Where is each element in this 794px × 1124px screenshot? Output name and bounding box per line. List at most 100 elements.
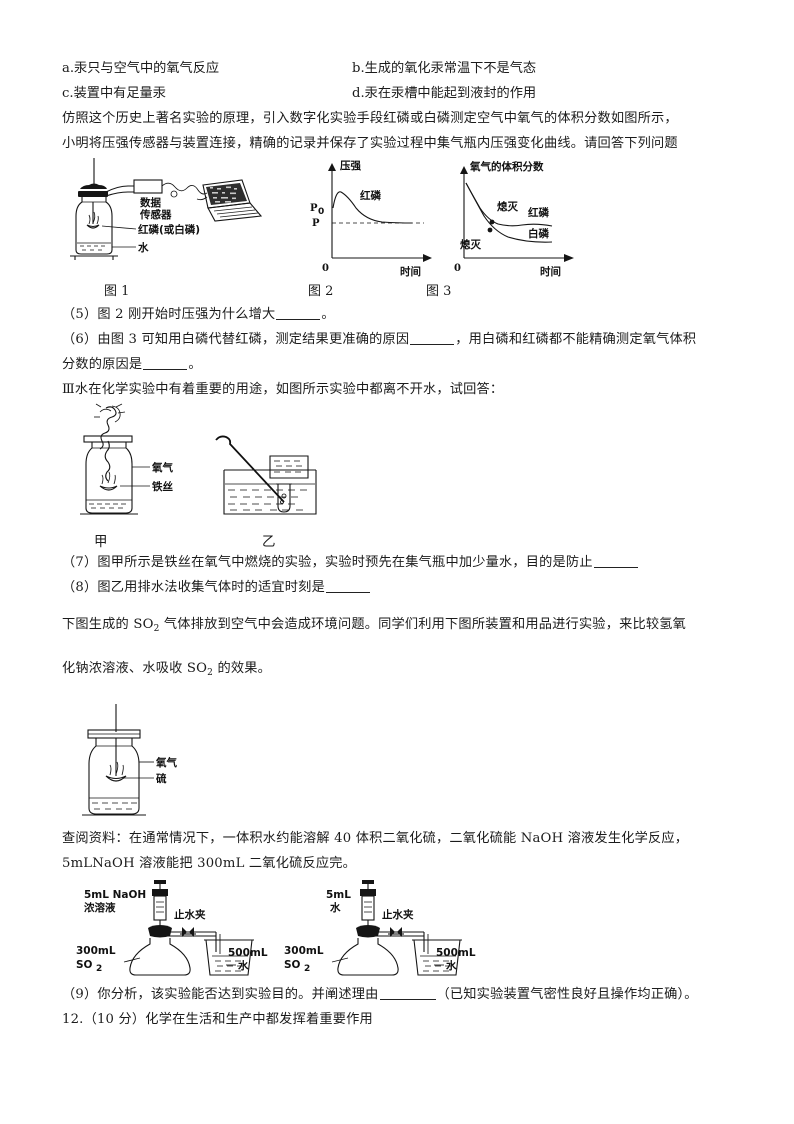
figure3-y-axis-label: 氧气的体积分数	[469, 160, 544, 173]
figure1-sensor-label-2: 传感器	[139, 208, 172, 221]
apparatus-left-flask-subscript: 2	[96, 964, 102, 974]
figure2-p0-label: P	[310, 203, 318, 214]
so2-text-2a: 化钠浓溶液、水吸收 SO	[62, 661, 208, 676]
question-6-line-2: 分数的原因是 。	[62, 352, 734, 377]
so2-text-2b: 的效果。	[213, 661, 272, 676]
figure3-extinguish-label-1: 熄灭	[497, 200, 518, 213]
apparatus-left-syringe-label-2: 浓溶液	[84, 901, 116, 914]
figure2-y-axis-label: 压强	[340, 160, 361, 172]
figure-jia-oxygen-label: 氧气	[151, 461, 173, 474]
apparatus-left-beaker-label-2: 水	[237, 959, 249, 972]
question-8-text: 图乙用排水法收集气体时的适宜时刻是	[97, 580, 325, 595]
option-a: a.汞只与空气中的氧气反应	[62, 61, 220, 76]
option-c: c.装置中有足量汞	[62, 86, 166, 101]
apparatus-right-water: 5mL 水 止水夹 300mL SO 2 500mL 水	[274, 880, 476, 976]
question-6-text-4: 。	[188, 357, 202, 372]
page-content: a.汞只与空气中的氧气反应 b.生成的氧化汞常温下不是气态 c.装置中有足量汞 …	[62, 56, 734, 1032]
figure-sulfur-apparatus: 氧气 硫	[68, 704, 218, 826]
figure-sulfur-sulfur-label: 硫	[156, 772, 167, 785]
figure-2-caption: 图 2	[308, 284, 334, 299]
figure-jia-caption: 甲	[94, 534, 108, 550]
figure-yi-caption: 乙	[262, 534, 276, 550]
figure-row-sulfur: 氧气 硫	[62, 704, 734, 826]
figure2-p-label: P	[312, 218, 320, 229]
figure-yi-water-trough-apparatus	[212, 434, 352, 530]
question-8: （8）图乙用排水法收集气体时的适宜时刻是	[62, 575, 734, 600]
question-6-text-2: ，用白磷和红磷都不能精确测定氧气体积	[455, 332, 697, 347]
so2-text-1b: 气体排放到空气中会造成环境问题。同学们利用下图所装置和用品进行实验，来比较氢氧	[159, 617, 687, 632]
figure-row-1: 数据 传感器 红磷(或白磷) 水	[62, 158, 734, 280]
apparatus-right-beaker-label-2: 水	[445, 959, 457, 972]
so2-text-1a: 下图生成的 SO	[62, 617, 154, 632]
figure-2-chart: 压强 时间 0 P 0 P 红磷	[302, 158, 442, 280]
apparatus-right-syringe-label-2: 水	[329, 901, 341, 914]
question-7-blank[interactable]	[593, 555, 638, 568]
so2-paragraph-line-2: 化钠浓溶液、水吸收 SO2 的效果。	[62, 656, 734, 686]
figure3-extinguish-dot-red	[489, 219, 495, 225]
option-row-cd: c.装置中有足量汞 d.汞在汞槽中能起到液封的作用	[62, 81, 734, 106]
apparatus-left-beaker-label-1: 500mL	[228, 947, 268, 959]
apparatus-right-syringe-label-1: 5mL	[326, 889, 351, 901]
figure2-p0-subscript: 0	[318, 207, 324, 217]
section-3-heading: Ⅲ水在化学实验中有着重要的用途，如图所示实验中都离不开水，试回答：	[62, 382, 504, 397]
question-7-text: 图甲所示是铁丝在氧气中燃烧的实验，实验时预先在集气瓶中加少量水，目的是防止	[97, 555, 593, 570]
figure3-extinguish-label-2: 熄灭	[460, 238, 481, 251]
reference-line-2: 5mLNaOH 溶液能把 300mL 二氧化硫反应完。	[62, 856, 357, 871]
question-5: （5）图 2 刚开始时压强为什么增大 。	[62, 302, 734, 327]
figure-3-caption: 图 3	[426, 284, 452, 299]
figure1-sensor-label-1: 数据	[139, 196, 161, 209]
question-5-text: 图 2 刚开始时压强为什么增大	[97, 307, 276, 322]
figure3-extinguish-dot-white	[487, 227, 493, 233]
apparatus-right-clamp-label: 止水夹	[382, 908, 414, 921]
figure-1-caption: 图 1	[104, 284, 130, 299]
apparatus-left-flask-label-1: 300mL	[76, 945, 116, 957]
so2-paragraph-line-1: 下图生成的 SO2 气体排放到空气中会造成环境问题。同学们利用下图所装置和用品进…	[62, 612, 734, 642]
option-d: d.汞在汞槽中能起到液封的作用	[352, 86, 537, 101]
question-5-blank[interactable]	[276, 307, 321, 320]
figure3-curve-label-white: 白磷	[528, 227, 549, 240]
reference-line-1: 查阅资料：在通常情况下，一体积水约能溶解 40 体积二氧化硫，二氧化硫能 NaO…	[62, 831, 689, 846]
figure-1-apparatus: 数据 传感器 红磷(或白磷) 水	[62, 158, 272, 280]
apparatus-left-flask-label-2: SO	[76, 959, 93, 971]
option-row-ab: a.汞只与空气中的氧气反应 b.生成的氧化汞常温下不是气态	[62, 56, 734, 81]
question-5-number: （5）	[62, 307, 98, 322]
question-6-line-1: （6）由图 3 可知用白磷代替红磷，测定结果更准确的原因 ，用白磷和红磷都不能精确…	[62, 327, 734, 352]
figure2-origin-label: 0	[322, 263, 329, 274]
question-6-text-3: 分数的原因是	[62, 357, 143, 372]
question-6-blank-2[interactable]	[143, 357, 188, 370]
jia-yi-captions-row: 甲 乙	[62, 530, 734, 550]
question-9-text: 你分析，该实验能否达到实验目的。并阐述理由	[97, 987, 379, 1002]
figure2-curve-label-red-phosphorus: 红磷	[360, 189, 381, 202]
question-7: （7）图甲所示是铁丝在氧气中燃烧的实验，实验时预先在集气瓶中加少量水，目的是防止	[62, 550, 734, 575]
question-9-text-after: （已知实验装置气密性良好且操作均正确）。	[436, 987, 698, 1002]
figure1-phosphorus-label: 红磷(或白磷)	[138, 223, 200, 236]
figure3-curve-label-red: 红磷	[528, 206, 549, 219]
question-8-blank[interactable]	[325, 580, 370, 593]
figure-row-comparison: 5mL NaOH 浓溶液 止水夹 300mL SO 2 500mL 水	[62, 880, 734, 976]
apparatus-right-flask-label-1: 300mL	[284, 945, 324, 957]
figure-sulfur-oxygen-label: 氧气	[155, 756, 177, 769]
pinch-clamp-right	[388, 927, 404, 937]
question-9-blank[interactable]	[379, 987, 436, 1000]
figure-jia-iron-wire-apparatus: 氧气 铁丝	[70, 403, 200, 528]
apparatus-left-clamp-label: 止水夹	[174, 908, 206, 921]
pinch-clamp-left	[180, 927, 196, 937]
question-6-text-1: 由图 3 可知用白磷代替红磷，测定结果更准确的原因	[97, 332, 410, 347]
figure-row-jia-yi: 氧气 铁丝	[62, 403, 734, 530]
intro-line-1: 仿照这个历史上著名实验的原理，引入数字化实验手段红磷或白磷测定空气中氧气的体积分…	[62, 111, 678, 126]
question-6-number: （6）	[62, 332, 98, 347]
question-8-number: （8）	[62, 580, 98, 595]
next-question-header: 12.（10 分）化学在生活和生产中都发挥着重要作用	[62, 1012, 373, 1027]
figure1-water-label: 水	[137, 241, 149, 254]
figure-jia-ironwire-label: 铁丝	[152, 480, 173, 493]
so2-subscript-2: 2	[207, 668, 214, 678]
figure-captions-row: 图 1 图 2 图 3	[62, 280, 734, 302]
question-5-period: 。	[321, 307, 335, 322]
apparatus-right-flask-label-2: SO	[284, 959, 301, 971]
question-6-blank-1[interactable]	[410, 332, 455, 345]
option-b: b.生成的氧化汞常温下不是气态	[352, 61, 537, 76]
intro-line-2: 小明将压强传感器与装置连接，精确的记录并保存了实验过程中集气瓶内压强变化曲线。请…	[62, 136, 678, 151]
figure-3-chart: 氧气的体积分数 时间 0 熄灭 熄灭 红磷 白磷	[442, 158, 602, 280]
apparatus-left-syringe-label-1: 5mL NaOH	[84, 889, 146, 901]
